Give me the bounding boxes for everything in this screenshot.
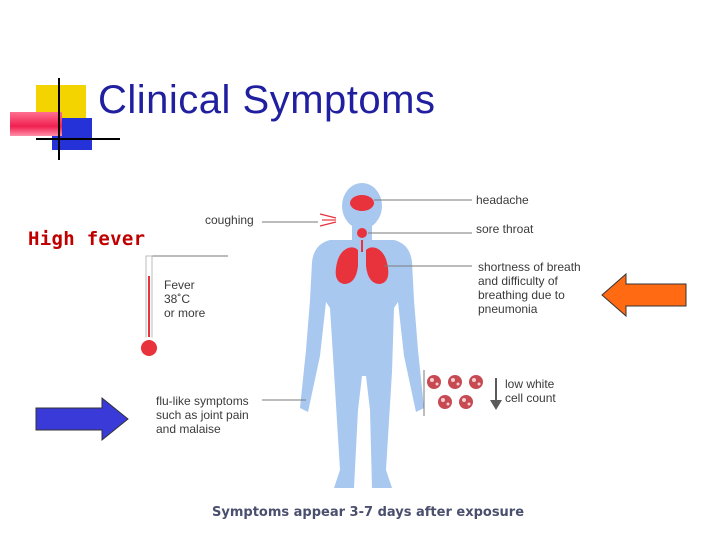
thermometer-icon	[138, 255, 160, 359]
title-deco-vertical-line	[58, 78, 60, 160]
left-arrow-icon	[601, 272, 687, 318]
title-deco-red-bar	[10, 112, 62, 136]
cough-lines	[319, 213, 337, 227]
low-white-cell-count-label: low white cell count	[505, 377, 556, 405]
sore-throat-label: sore throat	[476, 222, 534, 236]
slide-title: Clinical Symptoms	[98, 78, 436, 122]
diagram-caption: Symptoms appear 3-7 days after exposure	[212, 505, 525, 520]
left-lung	[335, 247, 358, 284]
shortness-of-breath-label: shortness of breath and difficulty of br…	[478, 260, 581, 316]
high-fever-heading: High fever	[28, 228, 146, 250]
right-arrow-icon	[35, 396, 129, 442]
head-highlight	[350, 195, 374, 211]
fever-label: Fever 38˚C or more	[164, 278, 206, 320]
down-arrow-icon	[490, 378, 502, 410]
throat-highlight	[357, 228, 367, 238]
coughing-label: coughing	[205, 213, 254, 227]
flu-like-symptoms-label: flu-like symptoms such as joint pain and…	[156, 394, 249, 436]
headache-label: headache	[476, 193, 529, 207]
right-lung	[366, 247, 389, 284]
blood-cells-icon	[427, 375, 483, 409]
title-deco-horizontal-line	[36, 138, 120, 140]
